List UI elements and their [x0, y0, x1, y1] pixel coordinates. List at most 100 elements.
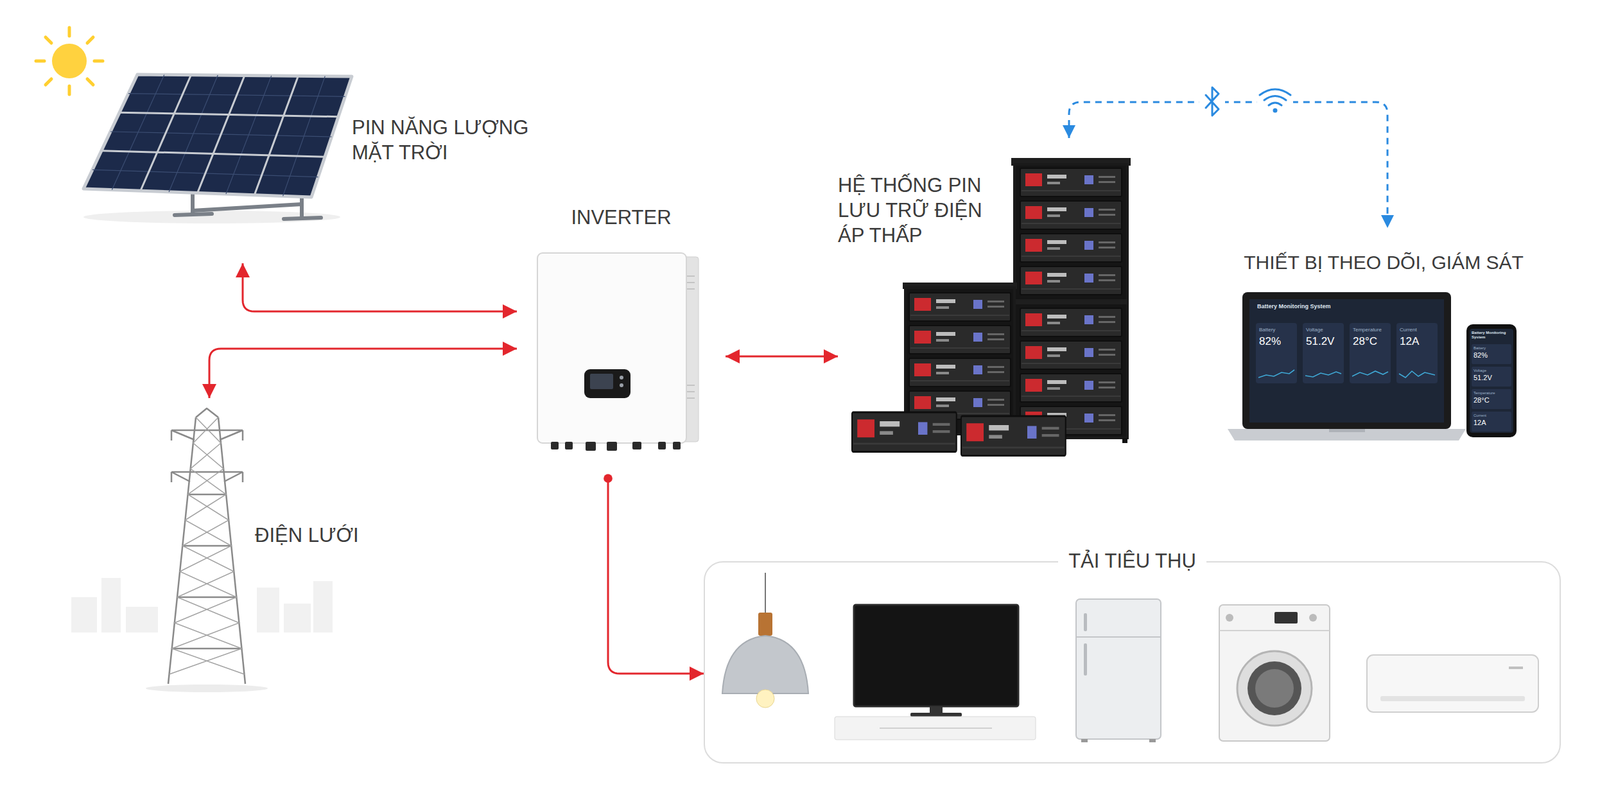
- appliance-picture: [853, 604, 1019, 707]
- monitor-device-picture: [1399, 371, 1435, 378]
- node-label: THIẾT BỊ THEO DÕI, GIÁM SÁT: [1243, 250, 1524, 275]
- sun-icon: [35, 27, 103, 95]
- appliance-picture: [1274, 611, 1298, 624]
- solar-panel-node: PIN NĂNG LƯỢNG MẶT TRỜI: [25, 25, 591, 264]
- reading-name: Temperature: [1473, 391, 1496, 396]
- monitor-device-picture: [1471, 366, 1512, 387]
- wireless-icons: [1273, 108, 1278, 114]
- battery-rack-picture: [1122, 437, 1128, 444]
- battery-rack-picture: [1020, 168, 1122, 197]
- monitor-device-picture: [1471, 411, 1512, 432]
- sun-icon: [35, 59, 45, 63]
- node-label: ĐIỆN LƯỚI: [254, 523, 359, 549]
- wireless-icons: [1205, 87, 1219, 116]
- power-tower-picture: [168, 408, 246, 684]
- power-tower-picture: [170, 471, 173, 483]
- power-flow-arrow: [209, 348, 517, 399]
- battery-rack-picture: [1020, 373, 1122, 402]
- inverter-picture: [537, 252, 687, 444]
- solar-panel-picture: [101, 75, 339, 196]
- power-tower-picture: [125, 606, 158, 633]
- appliance-picture: [1083, 643, 1087, 676]
- reading-name: Voltage: [1305, 326, 1324, 333]
- appliance-picture: [1380, 695, 1525, 702]
- solar-panel-picture: [254, 75, 298, 196]
- wireless-link: [1069, 102, 1388, 228]
- battery-rack-picture: [1014, 299, 1128, 305]
- appliance-picture: [910, 712, 962, 717]
- monitor-device-picture: [1302, 322, 1344, 384]
- battery-rack-picture: [1020, 266, 1122, 295]
- monitor-device-picture: [1227, 428, 1466, 441]
- appliance-picture: [1508, 666, 1523, 670]
- monitor-device-picture: [1249, 299, 1444, 423]
- monitor-device-picture: [1349, 322, 1391, 384]
- monitor-device-picture: [1255, 322, 1297, 384]
- power-tower-picture: [171, 471, 191, 482]
- monitor-device-picture: [1329, 428, 1366, 433]
- monitor-device-picture: [1258, 369, 1295, 378]
- wireless-icons: [1257, 80, 1294, 117]
- sun-icon: [94, 59, 103, 63]
- solar-panel-picture: [197, 75, 246, 194]
- battery-storage-node: HỆ THỐNG PIN LƯU TRỮ ĐIỆN ÁP THẤP: [837, 138, 1147, 463]
- inverter-picture: [685, 275, 695, 277]
- power-tower-picture: [256, 587, 280, 633]
- battery-rack-picture: [1020, 233, 1122, 262]
- monitor-device-picture: [1471, 344, 1512, 365]
- sun-icon: [68, 86, 72, 95]
- power-tower-picture: [71, 597, 97, 633]
- sun-icon: [87, 78, 94, 85]
- monitor-device-picture: [1305, 371, 1342, 377]
- battery-rack-picture: [909, 292, 1011, 322]
- appliance-picture: [879, 727, 992, 729]
- power-tower-picture: [145, 684, 268, 693]
- appliance-picture: [1219, 629, 1330, 632]
- solar-panel-picture: [283, 217, 322, 219]
- power-tower-picture: [195, 408, 219, 418]
- reading-name: Current: [1399, 326, 1418, 333]
- power-flow-arrow: [725, 355, 838, 358]
- power-tower-picture: [188, 493, 227, 496]
- node-label: PIN NĂNG LƯỢNG MẶT TRỜI: [351, 115, 564, 166]
- appliance-picture: [1309, 613, 1317, 622]
- inverter-picture: [672, 441, 681, 450]
- power-tower-picture: [224, 471, 243, 482]
- sun-icon: [52, 43, 87, 79]
- power-flow-arrow: [242, 263, 517, 312]
- power-tower-picture: [171, 429, 243, 432]
- sun-icon: [45, 78, 52, 85]
- inverter-picture: [550, 441, 559, 450]
- power-tower-picture: [171, 471, 243, 474]
- battery-rack-picture: [852, 412, 957, 453]
- reading-name: Current: [1473, 413, 1487, 418]
- power-tower-picture: [219, 430, 243, 440]
- monitor-device-picture: [1258, 369, 1435, 378]
- inverter-node: INVERTER: [516, 195, 726, 479]
- inverter-picture: [685, 288, 695, 290]
- grid-node: ĐIỆN LƯỚI: [70, 398, 405, 700]
- sun-icon: [68, 27, 72, 36]
- battery-rack-picture: [1014, 164, 1128, 438]
- monitor-device-picture: [1227, 292, 1517, 441]
- monitor-device-picture: [1255, 322, 1438, 384]
- reading-value: 51.2V: [1305, 335, 1335, 348]
- solar-panel-picture: [192, 204, 302, 211]
- appliance-picture: [834, 716, 1036, 740]
- reading-value: 28°C: [1352, 335, 1378, 348]
- reading-value: 82%: [1259, 335, 1281, 348]
- inverter-picture: [685, 391, 695, 393]
- screen-title: Battery Monitoring System: [1257, 303, 1331, 310]
- monitor-device-picture: [1396, 322, 1438, 384]
- reading-value: 51.2V: [1473, 373, 1493, 383]
- appliance-picture: [758, 612, 773, 636]
- reading-name: Voltage: [1473, 368, 1487, 374]
- power-tower-picture: [182, 545, 232, 548]
- appliance-picture: [1149, 739, 1156, 743]
- monitor-device-picture: [1471, 389, 1512, 409]
- solar-panel-picture: [119, 112, 339, 117]
- reading-name: Battery: [1473, 346, 1486, 351]
- wireless-icons: [1268, 102, 1282, 106]
- sun-icon: [45, 37, 52, 44]
